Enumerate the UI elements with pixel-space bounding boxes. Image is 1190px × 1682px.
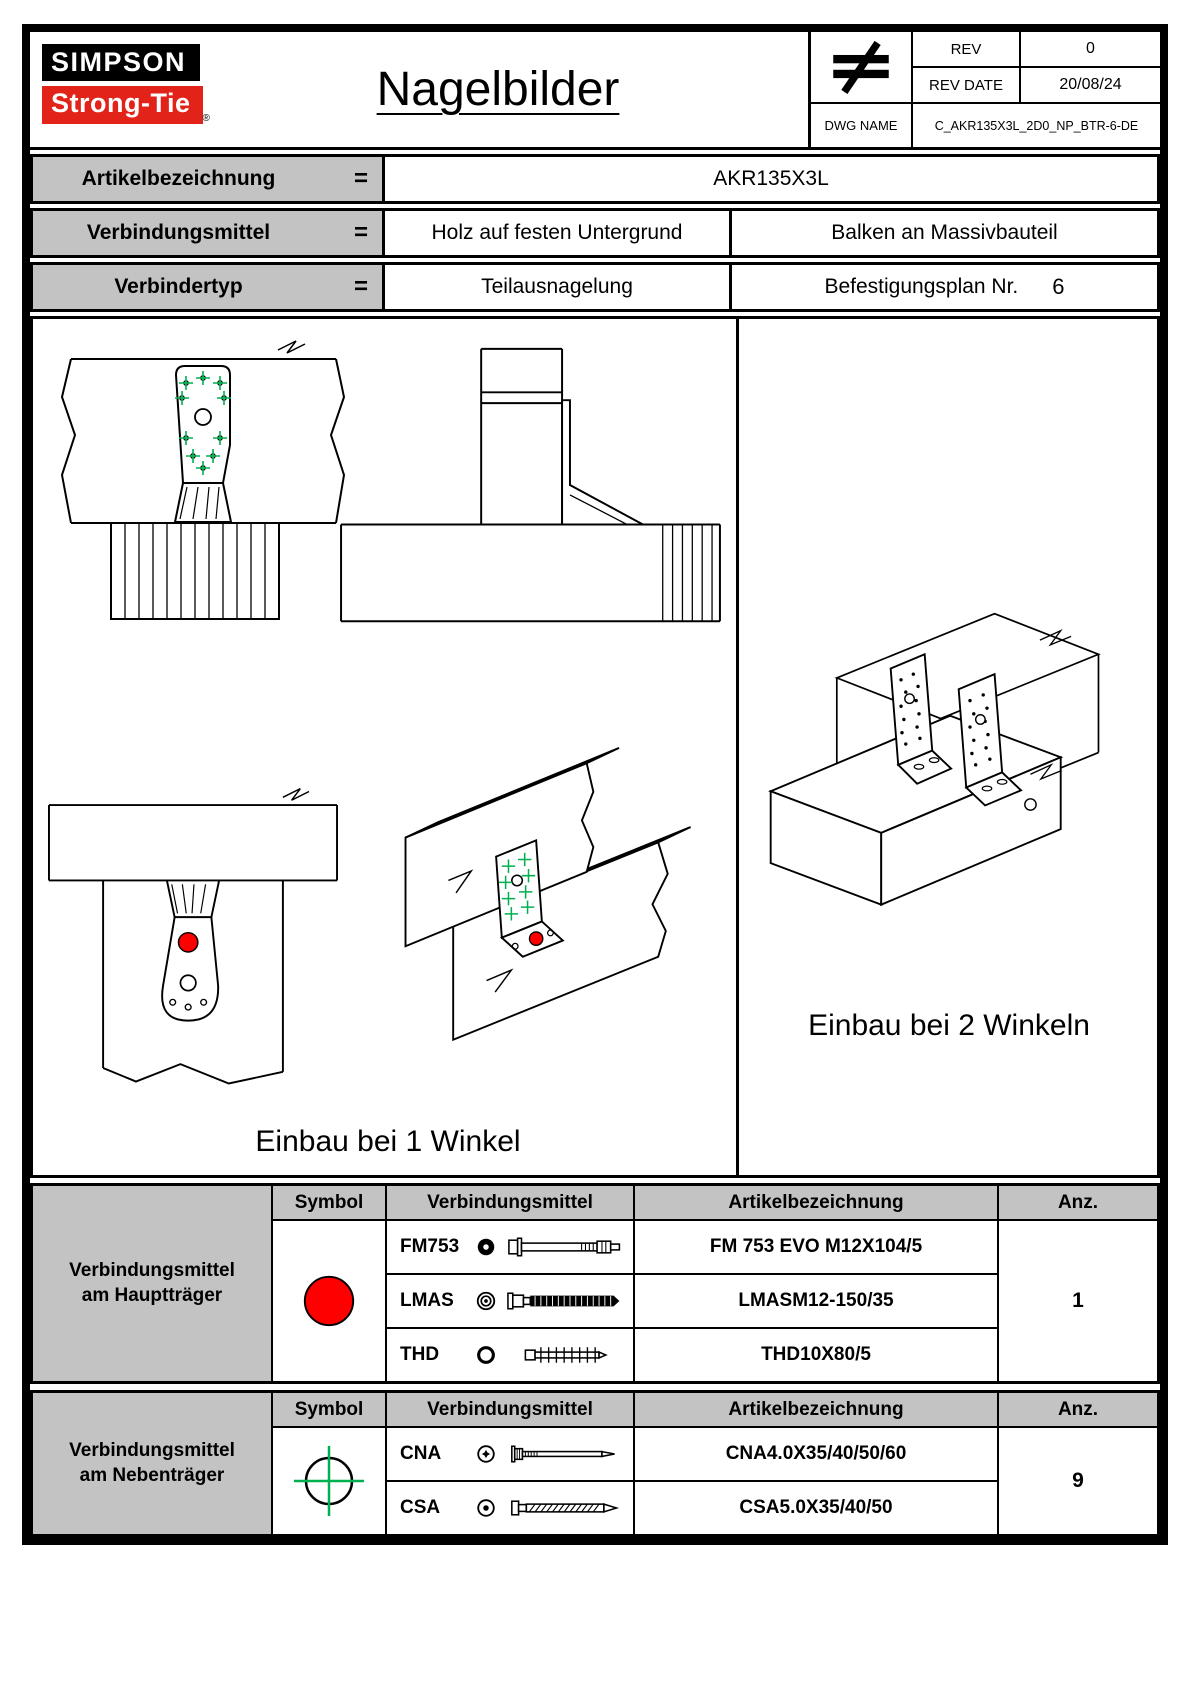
- not-equal-symbol-icon: [833, 40, 889, 95]
- rev-value: 0: [1021, 32, 1160, 66]
- drawing-sheet: SIMPSON Strong-Tie® Nagelbilder REV 0 RE…: [22, 24, 1168, 1545]
- fastener-code: CSA: [400, 1497, 441, 1518]
- col-header-qty: Anz.: [999, 1186, 1157, 1219]
- side-view-bracket: [340, 347, 721, 623]
- col-header-article: Artikelbezeichnung: [635, 1393, 997, 1426]
- rev-label: REV: [913, 32, 1019, 66]
- col-header-symbol: Symbol: [273, 1393, 385, 1426]
- fastener-code: FM753: [400, 1236, 460, 1257]
- caption-two-brackets: Einbau bei 2 Winkeln: [808, 1009, 1090, 1042]
- anchor-marker-red: [528, 931, 544, 946]
- drawing-area: Einbau bei 1 Winkel Einbau bei 2 Winkeln: [30, 316, 1160, 1178]
- fastener-table-haupttraeger: Verbindungsmittel am Hauptträger Symbol …: [30, 1183, 1160, 1384]
- fastener-row-thd: THD: [387, 1329, 633, 1381]
- col-header-symbol: Symbol: [273, 1186, 385, 1219]
- equals-sign: =: [353, 273, 368, 300]
- info-label: Verbindertyp =: [33, 265, 385, 309]
- lmas-anchor-bolt-icon: [507, 1292, 620, 1310]
- verbindungsmittel-value-right: Balken an Massivbauteil: [831, 221, 1058, 244]
- col-header-fastener: Verbindungsmittel: [387, 1186, 633, 1219]
- group-label-line1: Verbindungsmittel: [69, 1439, 235, 1461]
- title-area: Nagelbilder: [258, 32, 808, 147]
- nail-marker-green: [498, 852, 536, 921]
- article-lmas: LMASM12-150/35: [635, 1275, 997, 1327]
- article-cna: CNA4.0X35/40/50/60: [635, 1428, 997, 1480]
- thd-screw-anchor-icon: [524, 1347, 608, 1363]
- logo-strongtie-text: Strong-Tie: [42, 86, 203, 124]
- header: SIMPSON Strong-Tie® Nagelbilder REV 0 RE…: [30, 32, 1160, 150]
- group-label-nebentraeger: Verbindungsmittel am Nebenträger: [33, 1393, 271, 1534]
- befestigungsplan-number: 6: [1052, 274, 1065, 299]
- fm753-symbol-icon: [477, 1238, 495, 1256]
- iso-view-one-bracket: [404, 747, 692, 1042]
- registered-mark: ®: [202, 113, 210, 124]
- red-circle-icon: [303, 1275, 355, 1327]
- artikelbezeichnung-value: AKR135X3L: [713, 167, 829, 190]
- csa-symbol-icon: [477, 1499, 495, 1517]
- lmas-symbol-icon: [476, 1291, 496, 1311]
- info-label: Verbindungsmittel =: [33, 211, 385, 255]
- qty-haupttraeger: 1: [999, 1221, 1157, 1381]
- group-label-haupttraeger: Verbindungsmittel am Hauptträger: [33, 1186, 271, 1381]
- page-title: Nagelbilder: [376, 63, 620, 116]
- group-label-line1: Verbindungsmittel: [69, 1259, 235, 1281]
- befestigungsplan-cell: Befestigungsplan Nr. 6: [732, 265, 1157, 309]
- simpson-strongtie-logo: SIMPSON Strong-Tie®: [30, 32, 258, 147]
- fastener-row-csa: CSA: [387, 1482, 633, 1534]
- col-header-fastener: Verbindungsmittel: [387, 1393, 633, 1426]
- revision-block: REV 0 REV DATE 20/08/24 DWG NAME C_AKR13…: [808, 32, 1160, 147]
- cna-symbol-icon: [477, 1445, 495, 1463]
- info-row-verbindungsmittel: Verbindungsmittel = Holz auf festen Unte…: [30, 208, 1160, 258]
- info-row-verbindertyp: Verbindertyp = Teilausnagelung Befestigu…: [30, 262, 1160, 312]
- group-label-line2: am Nebenträger: [79, 1464, 225, 1486]
- info-label: Artikelbezeichnung =: [33, 157, 385, 201]
- fastener-code: THD: [400, 1344, 440, 1365]
- iso-view-two-brackets: [768, 612, 1101, 907]
- nail-marker-green: [175, 371, 231, 475]
- csa-screw-icon: [511, 1500, 620, 1516]
- info-label-text: Verbindertyp: [114, 275, 243, 298]
- thd-symbol-icon: [477, 1346, 495, 1364]
- dwg-name-value: C_AKR135X3L_2D0_NP_BTR-6-DE: [913, 104, 1160, 147]
- symbol-green-crosshair: [273, 1428, 385, 1534]
- col-header-article: Artikelbezeichnung: [635, 1186, 997, 1219]
- front-view-one-bracket: [60, 340, 346, 620]
- cna-nail-icon: [511, 1445, 615, 1463]
- anchor-marker-red: [177, 931, 199, 953]
- article-csa: CSA5.0X35/40/50: [635, 1482, 997, 1534]
- fastener-code: LMAS: [400, 1290, 454, 1311]
- equals-sign: =: [353, 165, 368, 192]
- dwg-name-label: DWG NAME: [811, 104, 911, 147]
- fm753-bolt-icon: [508, 1237, 621, 1257]
- symbol-red-circle: [273, 1221, 385, 1381]
- befestigungsplan-label: Befestigungsplan Nr.: [824, 275, 1019, 298]
- col-header-qty: Anz.: [999, 1393, 1157, 1426]
- fastener-row-cna: CNA: [387, 1428, 633, 1480]
- qty-nebentraeger: 9: [999, 1428, 1157, 1534]
- front-view-bracket-below: [48, 787, 338, 1085]
- rev-date-value: 20/08/24: [1021, 68, 1160, 102]
- verbindungsmittel-value-left: Holz auf festen Untergrund: [385, 211, 732, 255]
- fastener-code: CNA: [400, 1443, 442, 1464]
- equals-sign: =: [353, 219, 368, 246]
- rev-date-label: REV DATE: [913, 68, 1019, 102]
- article-thd: THD10X80/5: [635, 1329, 997, 1381]
- info-label-text: Artikelbezeichnung: [81, 167, 276, 190]
- fastener-table-nebentraeger: Verbindungsmittel am Nebenträger Symbol …: [30, 1390, 1160, 1537]
- info-row-artikelbezeichnung: Artikelbezeichnung = AKR135X3L: [30, 154, 1160, 204]
- fastener-row-fm753: FM753: [387, 1221, 633, 1273]
- info-label-text: Verbindungsmittel: [86, 221, 271, 244]
- fastener-row-lmas: LMAS: [387, 1275, 633, 1327]
- group-label-line2: am Hauptträger: [81, 1284, 223, 1306]
- not-equal-icon: [811, 32, 911, 102]
- drawing-divider: [736, 319, 739, 1175]
- article-fm753: FM 753 EVO M12X104/5: [635, 1221, 997, 1273]
- logo-simpson-text: SIMPSON: [42, 44, 201, 81]
- caption-one-bracket: Einbau bei 1 Winkel: [255, 1125, 521, 1158]
- verbindertyp-value-left: Teilausnagelung: [385, 265, 732, 309]
- green-crosshair-icon: [294, 1446, 364, 1516]
